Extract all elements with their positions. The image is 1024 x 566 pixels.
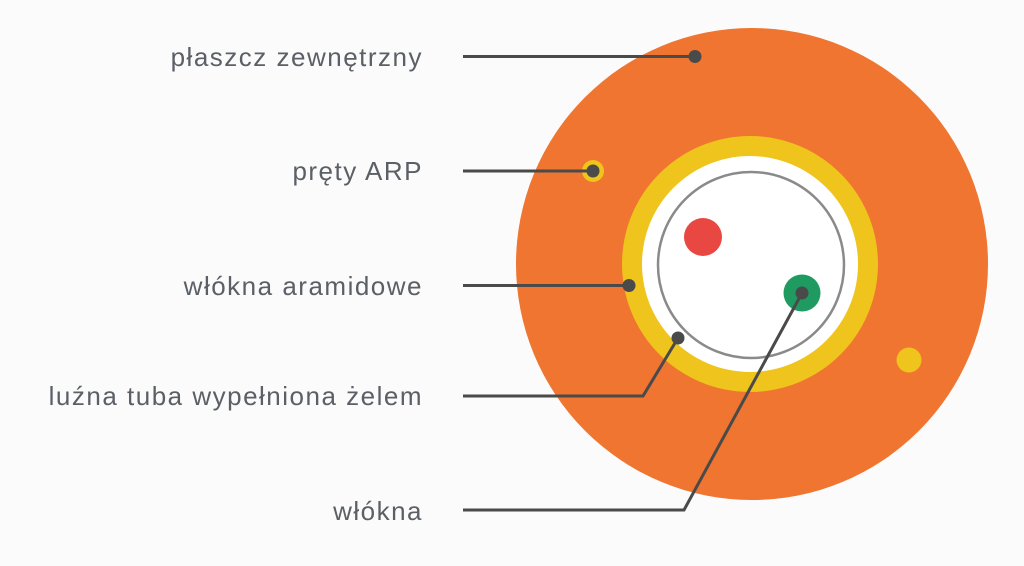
label-wlokna-aramidowe-leader-dot xyxy=(622,279,636,292)
label-luzna-tuba: luźna tuba wypełniona żelem xyxy=(49,381,423,411)
label-wlokna-leader-dot xyxy=(795,286,809,300)
label-wlokna-leader-line xyxy=(463,292,804,512)
label-prety-arp: pręty ARP xyxy=(292,156,423,186)
label-luzna-tuba-leader-dot xyxy=(671,331,685,345)
label-wlokna: włókna xyxy=(332,496,423,526)
label-plaszcz-zewnetrzny: płaszcz zewnętrzny xyxy=(171,42,423,72)
label-luzna-tuba-leader-line xyxy=(463,337,680,398)
label-prety-arp-leader-dot xyxy=(586,164,600,178)
label-wlokna-aramidowe: włókna aramidowe xyxy=(183,271,423,301)
label-plaszcz-zewnetrzny-leader-dot xyxy=(688,50,702,63)
loose-tube-circle xyxy=(656,170,846,360)
arp-rod-right xyxy=(896,347,922,373)
fiber-red xyxy=(684,218,722,256)
